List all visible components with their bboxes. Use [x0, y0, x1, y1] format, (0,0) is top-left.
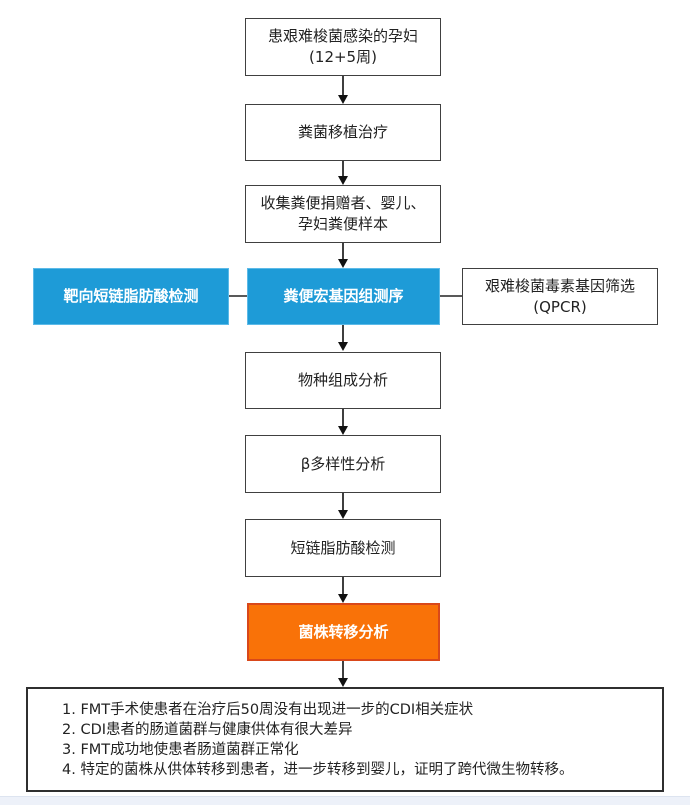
- down-arrow-icon: [337, 661, 349, 687]
- connector-line: [229, 295, 247, 297]
- node-text-line: 短链脂肪酸检测: [290, 538, 396, 557]
- node-text-line: 靶向短链脂肪酸检测: [63, 287, 199, 305]
- down-arrow-icon: [337, 161, 349, 185]
- down-arrow-icon: [337, 325, 349, 351]
- node-beta-diversity: β多样性分析: [245, 435, 441, 493]
- node-text-line: 患艰难梭菌感染的孕妇: [267, 27, 418, 45]
- node-text-line: 菌株转移分析: [298, 622, 389, 641]
- node-text-line: 孕妇粪便样本: [297, 215, 388, 233]
- conclusion-item: 4. 特定的菌株从供体转移到患者，进一步转移到婴儿，证明了跨代微生物转移。: [62, 761, 574, 778]
- conclusion-item: 1. FMT手术使患者在治疗后50周没有出现进一步的CDI相关症状: [62, 701, 474, 718]
- page-background-strip: [0, 796, 690, 805]
- node-text-line: β多样性分析: [300, 454, 386, 473]
- node-collect-samples: 收集粪便捐赠者、婴儿、 孕妇粪便样本: [245, 185, 441, 243]
- node-text-line: 粪菌移植治疗: [297, 123, 388, 141]
- node-pregnant-patient: 患艰难梭菌感染的孕妇 (12+5周): [245, 18, 441, 76]
- node-fmt-treatment: 粪菌移植治疗: [245, 104, 441, 161]
- node-text-line: (12+5周): [309, 48, 377, 66]
- conclusion-item: 2. CDI患者的肠道菌群与健康供体有很大差异: [62, 721, 353, 738]
- connector-line: [440, 295, 462, 297]
- down-arrow-icon: [337, 409, 349, 435]
- node-toxin-screening: 艰难梭菌毒素基因筛选 (QPCR): [462, 268, 658, 325]
- node-targeted-scfa: 靶向短链脂肪酸检测: [33, 268, 229, 325]
- node-text-line: 艰难梭菌毒素基因筛选: [484, 276, 635, 295]
- node-text-line: 收集粪便捐赠者、婴儿、: [260, 194, 426, 212]
- down-arrow-icon: [337, 76, 349, 104]
- node-conclusions: 1. FMT手术使患者在治疗后50周没有出现进一步的CDI相关症状 2. CDI…: [26, 687, 664, 792]
- node-species-composition: 物种组成分析: [245, 352, 441, 409]
- node-text-line: 粪便宏基因组测序: [283, 287, 404, 305]
- down-arrow-icon: [337, 493, 349, 519]
- node-metagenomic-sequencing: 粪便宏基因组测序: [247, 268, 440, 325]
- node-strain-transfer: 菌株转移分析: [247, 603, 440, 661]
- node-text-line: 物种组成分析: [297, 371, 388, 389]
- down-arrow-icon: [337, 243, 349, 268]
- down-arrow-icon: [337, 577, 349, 603]
- conclusion-item: 3. FMT成功地使患者肠道菌群正常化: [62, 741, 299, 758]
- node-text-line: (QPCR): [533, 297, 587, 316]
- node-scfa-detection: 短链脂肪酸检测: [245, 519, 441, 577]
